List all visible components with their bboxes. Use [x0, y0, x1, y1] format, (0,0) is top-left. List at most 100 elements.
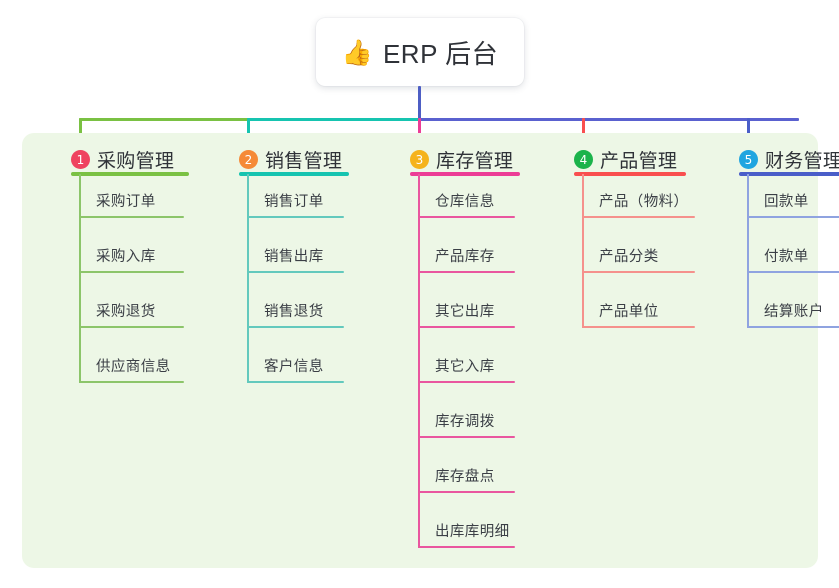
column-header-5[interactable]: 5 财务管理 [739, 146, 839, 173]
leaf-underline [582, 271, 695, 273]
leaf-node[interactable]: 付款单 [747, 247, 839, 273]
leaf-node[interactable]: 产品分类 [582, 247, 695, 273]
column-underline [410, 172, 520, 176]
branch-column-2: 2 销售管理 销售订单 销售出库 销售退货 [239, 133, 349, 389]
leaf-underline [79, 216, 184, 218]
leaf-underline [247, 326, 344, 328]
bus-segment-3 [418, 118, 799, 121]
leaf-label: 出库库明细 [435, 524, 510, 540]
leaf-label: 库存盘点 [435, 469, 495, 485]
column-badge-1: 1 [71, 150, 90, 169]
leaf-node[interactable]: 结算账户 [747, 302, 839, 328]
leaf-label: 销售退货 [264, 304, 324, 320]
column-badge-4: 4 [574, 150, 593, 169]
leaf-node[interactable]: 销售订单 [247, 192, 344, 218]
leaf-label: 产品库存 [435, 249, 495, 265]
column-spine [418, 174, 420, 548]
column-title: 销售管理 [265, 151, 343, 172]
leaf-underline [418, 381, 515, 383]
leaf-node[interactable]: 其它入库 [418, 357, 515, 383]
leaf-node[interactable]: 采购入库 [79, 247, 184, 273]
leaf-node[interactable]: 销售出库 [247, 247, 344, 273]
leaf-underline [418, 546, 515, 548]
column-header-4[interactable]: 4 产品管理 [574, 146, 677, 173]
column-badge-5: 5 [739, 150, 758, 169]
leaf-label: 产品分类 [599, 249, 659, 265]
leaf-label: 回款单 [764, 194, 809, 210]
column-spine [582, 174, 584, 328]
leaf-underline [247, 216, 344, 218]
leaf-underline [247, 381, 344, 383]
leaf-underline [582, 326, 695, 328]
branch-column-3: 3 库存管理 仓库信息 产品库存 其它出库 [410, 133, 520, 554]
leaf-node[interactable]: 回款单 [747, 192, 839, 218]
column-underline [239, 172, 349, 176]
leaf-label: 库存调拨 [435, 414, 495, 430]
leaf-underline [747, 216, 839, 218]
column-badge-3: 3 [410, 150, 429, 169]
leaf-label: 供应商信息 [96, 359, 171, 375]
leaf-node[interactable]: 出库库明细 [418, 522, 515, 548]
column-title: 库存管理 [436, 151, 514, 172]
leaf-underline [582, 216, 695, 218]
column-underline [739, 172, 839, 176]
column-spine [79, 174, 81, 383]
leaf-underline [418, 216, 515, 218]
thumbs-up-icon: 👍 [341, 38, 373, 67]
root-node[interactable]: 👍 ERP 后台 [316, 18, 524, 86]
column-underline [574, 172, 686, 176]
leaf-node[interactable]: 仓库信息 [418, 192, 515, 218]
column-header-3[interactable]: 3 库存管理 [410, 146, 513, 173]
leaf-node[interactable]: 产品（物料） [582, 192, 695, 218]
leaf-node[interactable]: 销售退货 [247, 302, 344, 328]
column-title: 采购管理 [97, 151, 175, 172]
leaf-node[interactable]: 采购订单 [79, 192, 184, 218]
leaf-label: 付款单 [764, 249, 809, 265]
column-spine [247, 174, 249, 383]
leaf-underline [79, 326, 184, 328]
leaf-node[interactable]: 产品库存 [418, 247, 515, 273]
leaf-label: 销售出库 [264, 249, 324, 265]
leaf-underline [747, 271, 839, 273]
leaf-underline [79, 381, 184, 383]
leaf-underline [418, 436, 515, 438]
leaf-label: 结算账户 [764, 304, 824, 320]
leaf-node[interactable]: 库存调拨 [418, 412, 515, 438]
leaf-label: 产品单位 [599, 304, 659, 320]
leaf-label: 其它入库 [435, 359, 495, 375]
leaf-label: 产品（物料） [599, 194, 689, 210]
column-title: 产品管理 [600, 151, 678, 172]
root-node-title: ERP 后台 [382, 38, 499, 69]
leaf-label: 销售订单 [264, 194, 324, 210]
column-badge-2: 2 [239, 150, 258, 169]
leaf-label: 采购入库 [96, 249, 156, 265]
leaf-underline [418, 491, 515, 493]
leaf-underline [418, 271, 515, 273]
leaf-node[interactable]: 客户信息 [247, 357, 344, 383]
leaf-node[interactable]: 采购退货 [79, 302, 184, 328]
leaf-underline [418, 326, 515, 328]
column-header-2[interactable]: 2 销售管理 [239, 146, 342, 173]
leaf-label: 采购订单 [96, 194, 156, 210]
leaf-node[interactable]: 库存盘点 [418, 467, 515, 493]
column-header-1[interactable]: 1 采购管理 [71, 146, 174, 173]
branch-panel [22, 133, 818, 568]
leaf-label: 其它出库 [435, 304, 495, 320]
leaf-node[interactable]: 产品单位 [582, 302, 695, 328]
bus-segment-1 [79, 118, 249, 121]
leaf-label: 采购退货 [96, 304, 156, 320]
bus-segment-2 [247, 118, 420, 121]
branch-column-1: 1 采购管理 采购订单 采购入库 采购退货 [71, 133, 189, 389]
leaf-underline [79, 271, 184, 273]
branch-column-5: 5 财务管理 回款单 付款单 结算账户 [739, 133, 839, 334]
leaf-underline [747, 326, 839, 328]
column-spine [747, 174, 749, 328]
leaf-label: 客户信息 [264, 359, 324, 375]
leaf-node[interactable]: 供应商信息 [79, 357, 184, 383]
leaf-node[interactable]: 其它出库 [418, 302, 515, 328]
root-stem [418, 86, 421, 120]
leaf-underline [247, 271, 344, 273]
leaf-label: 仓库信息 [435, 194, 495, 210]
column-underline [71, 172, 189, 176]
